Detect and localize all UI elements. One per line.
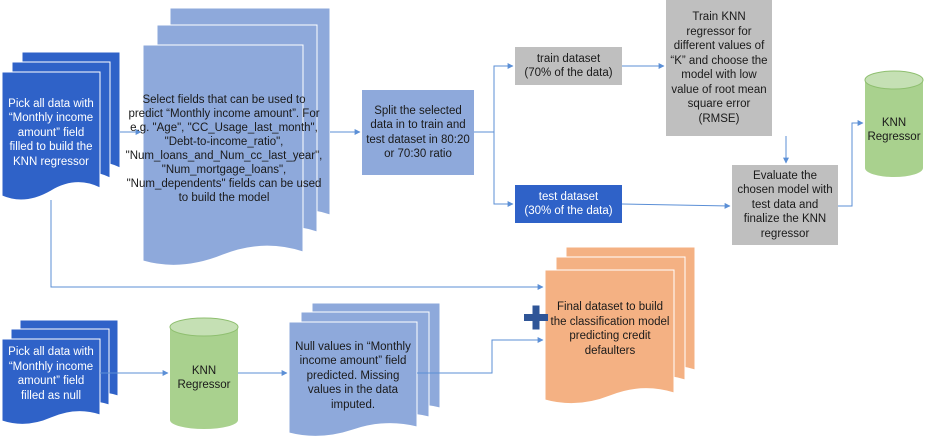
select-fields-text: Select fields that can be used to predic… (125, 94, 323, 204)
final-label: Final dataset to build the classificatio… (547, 277, 673, 381)
arrow-source-to-final (50, 200, 544, 290)
arrow-split-to-train (474, 63, 514, 133)
source-null-text: Pick all data with “Monthly income amoun… (8, 346, 94, 402)
imputed-label: Null values in “Monthly income amount” f… (290, 328, 416, 424)
imputed-text: Null values in “Monthly income amount” f… (295, 340, 411, 411)
plus-icon (524, 305, 548, 330)
knn-top-text: KNN Regressor (867, 116, 921, 144)
connectors (50, 63, 864, 376)
split-text: Split the selected data in to train and … (366, 104, 470, 161)
train-subtitle: (70% of the data) (524, 67, 613, 79)
split-box-shape (362, 90, 474, 175)
train-dataset-label: train dataset (70% of the data) (515, 47, 622, 85)
source-null-label: Pick all data with “Monthly income amoun… (2, 339, 100, 409)
train-box-shape (515, 47, 622, 85)
evaluate-box-shape (732, 165, 838, 245)
train-knn-text: Train KNN regressor for different values… (670, 11, 768, 125)
test-title: test dataset (538, 190, 599, 203)
test-dataset-label: test dataset (30% of the data) (515, 185, 622, 223)
final-text: Final dataset to build the classificatio… (550, 301, 670, 357)
arrow-split-to-test (493, 132, 514, 207)
source-null-doc-shape (1, 319, 119, 425)
evaluate-text: Evaluate the chosen model with test data… (737, 169, 833, 240)
test-box-shape (515, 185, 622, 223)
train-title: train dataset (536, 52, 601, 65)
test-subtitle: (30% of the data) (524, 205, 613, 217)
train-knn-box-shape (666, 0, 772, 136)
final-doc-shape (544, 246, 696, 405)
select-fields-doc-shape (142, 7, 331, 266)
knn-bottom-cylinder-shape (169, 317, 239, 429)
split-label: Split the selected data in to train and … (362, 90, 474, 175)
source-all-doc-shape (1, 51, 121, 201)
source-all-label: Pick all data with “Monthly income amoun… (2, 86, 100, 180)
knn-top-cylinder-shape (864, 70, 924, 177)
arrow-test-to-evaluate (621, 202, 731, 209)
arrow-evaluate-to-knn (838, 120, 864, 207)
evaluate-label: Evaluate the chosen model with test data… (732, 165, 838, 245)
select-fields-label: Select fields that can be used to predic… (126, 74, 323, 224)
arrow-imputed-to-final (417, 337, 544, 374)
train-knn-label: Train KNN regressor for different values… (666, 0, 772, 136)
knn-top-label: KNN Regressor (866, 105, 922, 155)
knn-bottom-label: KNN Regressor (172, 355, 236, 401)
source-all-text: Pick all data with “Monthly income amoun… (8, 97, 94, 168)
imputed-doc-shape (288, 302, 441, 437)
knn-bottom-text: KNN Regressor (177, 364, 231, 392)
